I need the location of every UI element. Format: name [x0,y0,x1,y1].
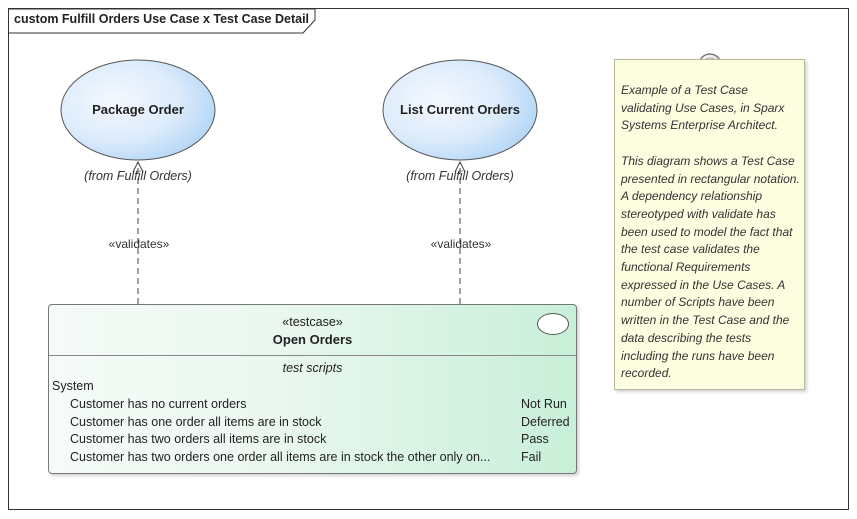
test-script-status: Fail [521,449,542,464]
note-text: Example of a Test Case validating Use Ca… [621,82,801,383]
test-case-open-orders[interactable]: «testcase» Open Orders test scripts Syst… [48,304,577,474]
dependency-arrowhead-2 [454,160,466,173]
frame-title-tab [9,8,316,34]
dependency-arrowhead-1 [132,160,144,173]
test-script-name[interactable]: Customer has no current orders [70,397,247,411]
note-spacer [621,135,801,153]
use-case-label-list-current-orders: List Current Orders [400,102,520,117]
test-script-status: Deferred [521,414,570,429]
diagram-frame [8,8,849,510]
use-case-package-order[interactable] [60,59,216,161]
test-case-stereotype: «testcase» [282,315,343,329]
note-paragraph: Example of a Test Case validating Use Ca… [621,83,785,133]
use-case-namespace-label: (from Fulfill Orders) [406,169,514,183]
test-scripts-compartment-title: test scripts [282,361,343,375]
test-script-name[interactable]: Customer has two orders all items are in… [70,432,327,446]
frame-title: custom Fulfill Orders Use Case x Test Ca… [14,12,310,26]
use-case-label-package-order: Package Order [92,102,184,117]
test-script-name[interactable]: Customer has one order all items are in … [70,414,322,429]
test-script-status: Pass [521,432,549,446]
note-paragraph: This diagram shows a Test Case presented… [621,153,800,381]
dependency-stereotype-label: «validates» [430,237,492,251]
use-case-namespace-label: (from Fulfill Orders) [84,169,192,183]
test-script-group: System [52,379,94,393]
test-case-icon [537,313,569,335]
note[interactable]: Example of a Test Case validating Use Ca… [614,59,805,390]
test-script-status: Not Run [521,397,567,411]
test-script-name[interactable]: Customer has two orders one order all it… [70,449,491,464]
compartment-divider [49,355,576,356]
dependency-stereotype-label: «validates» [108,237,170,251]
use-case-list-current-orders[interactable] [382,59,538,161]
test-case-name: Open Orders [272,332,353,347]
